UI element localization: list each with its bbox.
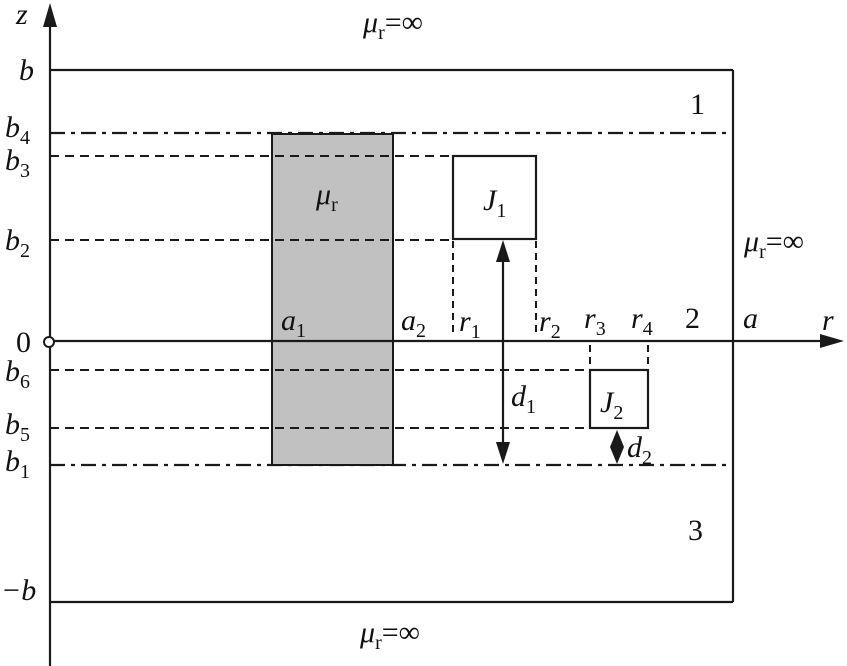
d2-arrowhead-down-icon [610, 447, 624, 464]
label-a1: a1 [281, 304, 306, 342]
label-mu-core: μr [315, 178, 338, 216]
label-mu-top: μr=∞ [362, 6, 423, 44]
label-b6: b6 [5, 355, 30, 393]
origin-label: 0 [16, 326, 31, 359]
current-region-j1-rect [451, 154, 538, 241]
origin-marker-icon [43, 336, 55, 348]
label-region-3: 3 [688, 514, 703, 547]
d1-arrowhead-down-icon [496, 442, 510, 464]
label-b5: b5 [5, 408, 30, 446]
label-b2: b2 [5, 224, 30, 262]
label-d2: d2 [627, 431, 652, 469]
label-mu-right: μr=∞ [743, 225, 804, 263]
label-b-neg: −b [1, 574, 36, 607]
label-r1: r1 [459, 305, 481, 343]
core-region-rect [271, 133, 394, 466]
label-b3: b3 [5, 144, 30, 182]
label-d1: d1 [511, 380, 536, 418]
label-a2: a2 [401, 304, 426, 342]
current-region-j2-rect [588, 368, 650, 430]
r-axis-arrowhead-icon [820, 334, 844, 348]
label-b1: b1 [5, 445, 30, 483]
r-axis-label: r [822, 304, 834, 337]
label-a-outer: a [743, 302, 758, 335]
d1-arrowhead-up-icon [496, 240, 510, 262]
label-r3: r3 [584, 302, 606, 340]
label-j1: J1 [483, 184, 506, 222]
label-region-2: 2 [685, 302, 700, 335]
label-r4: r4 [631, 302, 653, 340]
label-b4: b4 [5, 111, 30, 149]
d2-arrowhead-up-icon [610, 430, 624, 447]
label-r2: r2 [539, 305, 561, 343]
label-j2: J2 [600, 386, 623, 424]
label-mu-bottom: μr=∞ [359, 616, 420, 654]
z-axis-label: z [15, 0, 28, 31]
label-b-top: b [19, 54, 34, 87]
label-region-1: 1 [690, 88, 705, 121]
z-axis-arrowhead-icon [43, 3, 57, 27]
